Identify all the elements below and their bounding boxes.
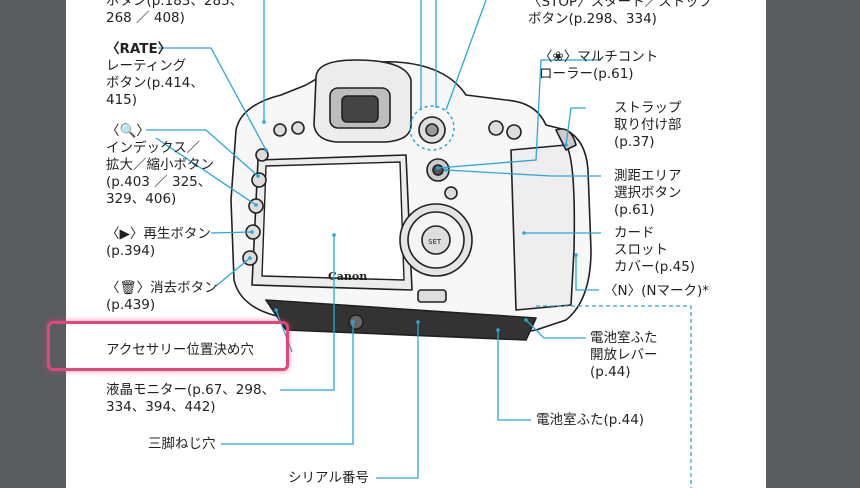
label-button-top-1: ボタン(p.183、285、 [106,0,244,9]
label-battery-cover: 電池室ふた(p.44) [536,412,645,428]
viewer-right-margin [766,0,860,488]
label-card-3: カバー(p.45) [614,259,696,275]
label-strap-1: ストラップ [614,100,682,116]
label-lcd-1: 液晶モニター(p.67、298、 [106,382,276,398]
label-serial: シリアル番号 [288,470,369,486]
label-rate-4: 415) [106,92,138,108]
label-button-top-2: 268 ／ 408) [106,10,185,26]
label-card-1: カード [614,225,655,241]
label-erase-1: 〈🗑〉消去ボタン [106,280,218,296]
label-multi-controller-1: 〈❀〉マルチコント [539,49,659,65]
label-start-stop-2: ボタン(p.298、334) [528,11,657,27]
label-rate-3: ボタン(p.414、 [106,75,204,91]
label-start-stop-1: 〈STOP〉スタート／ストップ [528,0,713,10]
set-button-text: SET [428,238,442,246]
label-strap-3: (p.37) [614,134,655,150]
label-playback-1: 〈▶〉再生ボタン [106,226,211,242]
label-card-2: スロット [614,242,668,258]
leader-lines [146,0,692,488]
label-metering-3: (p.61) [614,202,655,218]
label-index-3: 拡大／縮小ボタン [106,157,214,173]
viewer-left-margin [0,0,66,488]
label-rate-2: レーティング [106,58,187,74]
manual-page: Canon SET [66,0,766,488]
label-index-4: (p.403 ／ 325、 [106,174,212,190]
brand-text: Canon [328,270,367,283]
accessory-highlight-box [47,321,289,371]
label-metering-2: 選択ボタン [614,185,682,201]
label-metering-1: 測距エリア [614,168,682,184]
label-accessory: アクセサリー位置決め穴 [106,342,254,358]
label-strap-2: 取り付け部 [614,117,682,133]
label-multi-controller-2: ローラー(p.61) [539,66,634,82]
label-tripod: 三脚ねじ穴 [148,436,216,452]
label-lcd-2: 334、394、442) [106,399,216,415]
label-erase-2: (p.439) [106,297,156,313]
label-playback-2: (p.394) [106,243,156,259]
label-battery-lever-3: (p.44) [590,364,631,380]
label-index-1: 〈🔍〉 [106,123,150,139]
label-rate-1: 〈RATE〉 [106,41,172,57]
label-battery-lever-1: 電池室ふた [590,330,658,346]
label-index-2: インデックス／ [106,140,201,156]
label-nfc: 〈N〉(Nマーク)* [604,283,709,299]
label-index-5: 329、406) [106,191,177,207]
label-battery-lever-2: 開放レバー [590,347,658,363]
